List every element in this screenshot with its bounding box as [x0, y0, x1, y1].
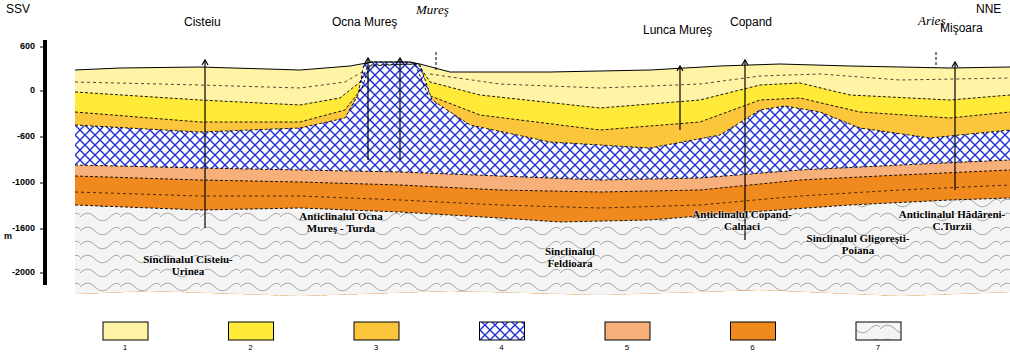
- river-label: Mureş: [416, 3, 449, 17]
- direction-label: SSV: [6, 3, 30, 16]
- structure-label: Sinclinalul Gligoreşti-Poiana: [800, 232, 916, 256]
- legend-swatch: [856, 322, 901, 340]
- axis-value: -2000: [5, 268, 35, 278]
- structure-label: Sinclinalul Feldioara: [528, 245, 612, 269]
- structure-label: Anticlinalul Copand-Calnaci: [690, 208, 794, 232]
- well-label: Ocna Mureş: [332, 16, 397, 29]
- axis-value: 0: [5, 86, 35, 96]
- legend-number: 7: [868, 344, 888, 353]
- structure-label: Sinclinalul Cisteiu-Urinea: [138, 253, 238, 277]
- legend-swatch: [103, 322, 148, 340]
- structure-label: Anticlinalul Ocna Mureş - Turda: [285, 210, 397, 234]
- legend-swatch: [480, 322, 525, 340]
- legend-number: 5: [617, 344, 637, 353]
- well-label: Cisteiu: [184, 16, 221, 29]
- legend-swatch: [354, 322, 399, 340]
- legend-number: 6: [743, 344, 763, 353]
- legend-swatch: [605, 322, 650, 340]
- axis-value: -1000: [5, 178, 35, 188]
- legend-number: 3: [366, 344, 386, 353]
- direction-label: NNE: [976, 3, 1001, 16]
- legend-number: 4: [492, 344, 512, 353]
- axis-value: -600: [5, 132, 35, 142]
- legend-number: 2: [241, 344, 261, 353]
- structure-label: Anticlinalul Hădăreni-C.Turzii: [898, 208, 1006, 232]
- axis-unit: m: [4, 232, 12, 242]
- legend-swatch: [229, 322, 274, 340]
- legend-swatch: [731, 322, 776, 340]
- well-label: Lunca Mureş: [643, 24, 712, 37]
- legend-number: 1: [115, 344, 135, 353]
- well-label: Copand: [730, 16, 772, 29]
- axis-value: 600: [5, 42, 35, 52]
- well-label: Mişoara: [940, 22, 983, 35]
